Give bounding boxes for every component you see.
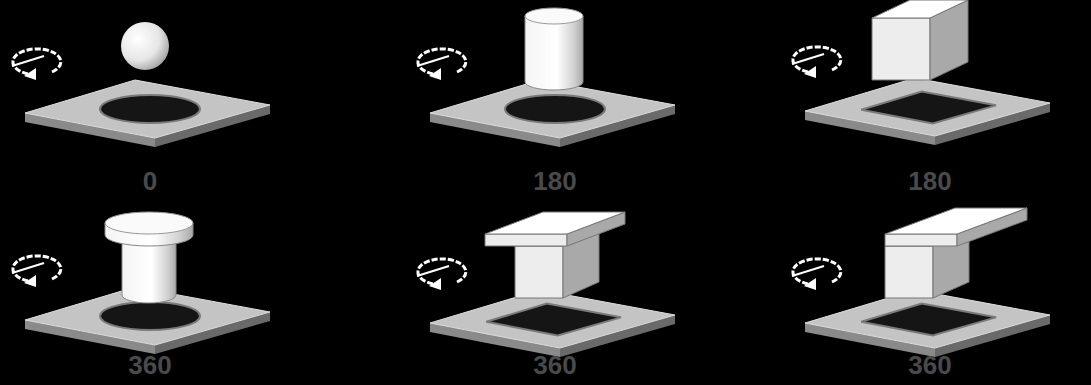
sphere-part bbox=[121, 22, 169, 70]
symmetry-example bbox=[417, 8, 675, 147]
symmetry-example bbox=[792, 0, 1050, 145]
ledge-front bbox=[885, 234, 957, 246]
block-front bbox=[515, 246, 563, 298]
arrow-head bbox=[24, 68, 36, 80]
symmetry-angle: 0 bbox=[100, 166, 200, 196]
symmetry-angle: 360 bbox=[100, 350, 200, 380]
rotation-arrow bbox=[793, 259, 841, 284]
cylinder-top bbox=[105, 212, 193, 234]
block-front bbox=[872, 18, 930, 80]
rotation-arrow bbox=[793, 47, 841, 72]
axis-line bbox=[417, 56, 449, 66]
flange-top bbox=[485, 212, 625, 234]
block-top bbox=[872, 0, 968, 18]
round-hole bbox=[100, 302, 200, 330]
plate-top bbox=[805, 78, 1050, 136]
axis-line bbox=[792, 54, 824, 64]
rect-hole bbox=[486, 304, 621, 336]
symmetry-angle: 180 bbox=[505, 166, 605, 196]
rotation-arrow bbox=[13, 49, 61, 74]
symmetry-example bbox=[12, 212, 270, 354]
arrow-head bbox=[429, 278, 441, 290]
symmetry-example bbox=[12, 22, 270, 147]
arrow-head bbox=[804, 278, 816, 290]
axis-line bbox=[12, 56, 44, 66]
block-front bbox=[885, 246, 933, 298]
rotation-arrow bbox=[418, 49, 466, 74]
rotation-arrow bbox=[13, 256, 61, 281]
round-hole bbox=[100, 95, 200, 123]
cylinder-top bbox=[525, 8, 583, 24]
rect-hole bbox=[861, 92, 996, 124]
round-hole bbox=[505, 95, 605, 123]
axis-line bbox=[417, 266, 449, 276]
symmetry-example bbox=[417, 212, 675, 357]
cylinder-body bbox=[525, 16, 583, 90]
rotation-arrow bbox=[418, 259, 466, 284]
axis-line bbox=[792, 266, 824, 276]
plate-top bbox=[805, 290, 1050, 348]
arrow-head bbox=[804, 66, 816, 78]
plate-top bbox=[25, 80, 270, 138]
arrow-head bbox=[24, 275, 36, 287]
rect-hole bbox=[861, 304, 996, 336]
symmetry-angle: 360 bbox=[505, 350, 605, 380]
symmetry-angle: 360 bbox=[880, 350, 980, 380]
plate-top bbox=[430, 290, 675, 348]
ledge-top bbox=[885, 208, 1027, 234]
symmetry-angle: 180 bbox=[880, 166, 980, 196]
arrow-head bbox=[429, 68, 441, 80]
flange-front bbox=[485, 234, 567, 246]
axis-line bbox=[12, 263, 44, 273]
symmetry-example bbox=[792, 208, 1050, 357]
